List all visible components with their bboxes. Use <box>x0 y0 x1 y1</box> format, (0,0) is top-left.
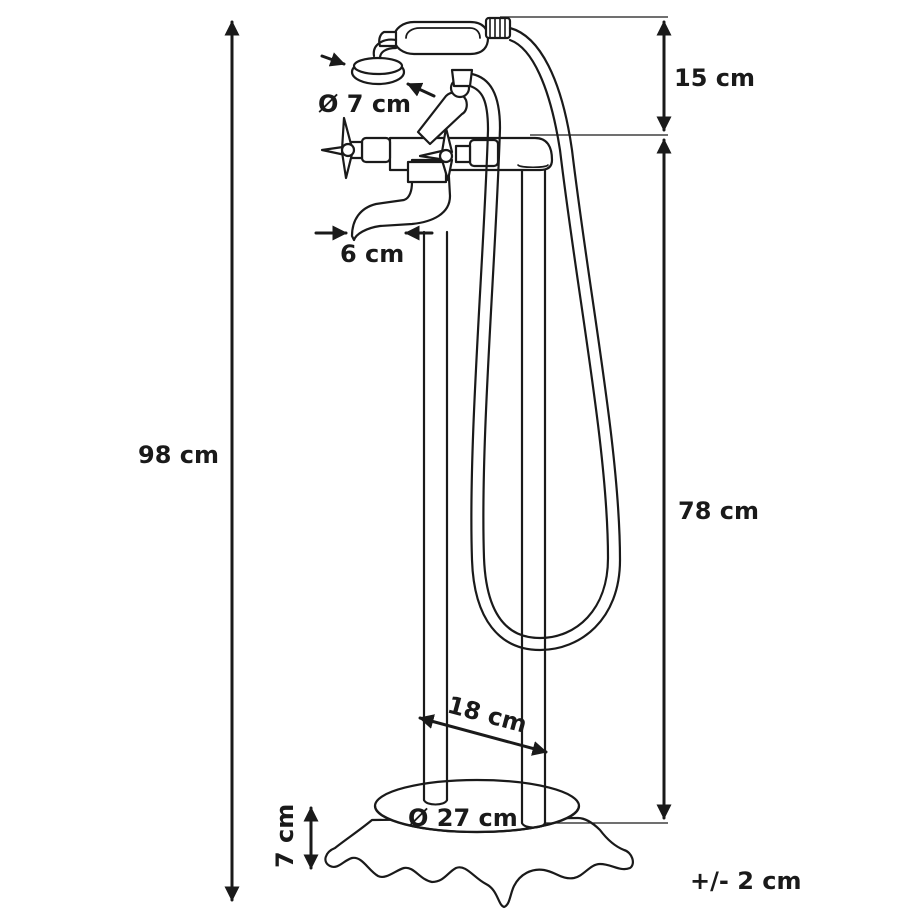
shower-head <box>350 38 406 86</box>
base-plinth-side <box>373 804 581 834</box>
shower-hose <box>468 26 622 652</box>
pipe-spacing-dimension-line <box>418 714 548 756</box>
telephone-handset <box>378 16 512 56</box>
left-cross-handle <box>320 116 392 180</box>
dimension-lines <box>224 16 672 902</box>
shower-diameter-arrow-left <box>320 52 346 67</box>
shower-diameter-arrow-right <box>406 82 436 98</box>
diverter-lever <box>416 91 468 146</box>
handset-cradle <box>450 68 474 88</box>
tolerance-note: +/- 2 cm <box>690 867 801 895</box>
dimension-labels: 98 cm 15 cm 78 cm Ø 7 cm 6 cm 18 cm Ø 27… <box>138 64 801 895</box>
shower-diameter-label: Ø 7 cm <box>318 90 411 118</box>
feet-height-label: 7 cm <box>271 804 299 868</box>
spout-width-label: 6 cm <box>340 240 404 268</box>
base-feet <box>324 816 634 909</box>
vertical-pipes <box>422 166 547 829</box>
body-height-label: 78 cm <box>678 497 759 525</box>
base-diameter-label: Ø 27 cm <box>408 804 518 832</box>
pipe-spacing-label: 18 cm <box>444 691 529 739</box>
head-height-label: 15 cm <box>674 64 755 92</box>
total-height-label: 98 cm <box>138 441 219 469</box>
faucet-illustration <box>320 16 634 909</box>
